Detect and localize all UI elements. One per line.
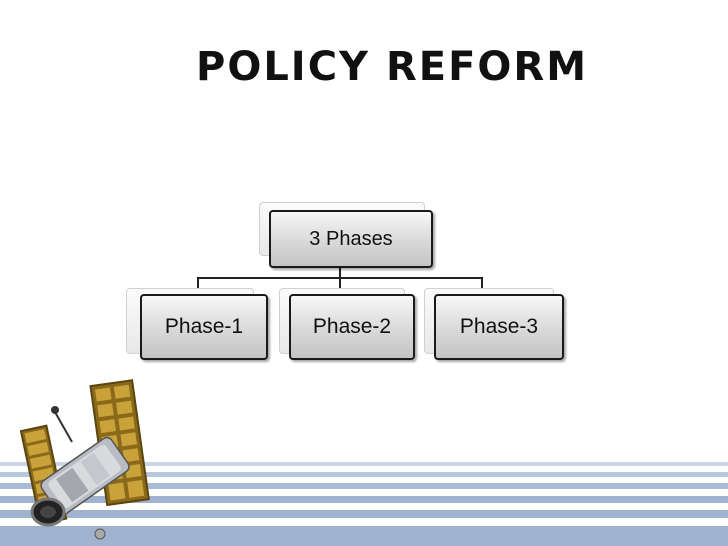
connector-root-down	[339, 266, 341, 278]
connector-phase-3	[481, 277, 483, 291]
root-node: 3 Phases	[269, 210, 433, 268]
connector-phase-1	[197, 277, 199, 291]
slide-title: POLICY REFORM	[196, 44, 588, 90]
phase-1-node: Phase-1	[140, 294, 268, 360]
phase-2-node: Phase-2	[289, 294, 415, 360]
satellite-icon	[19, 379, 150, 540]
footer-stripes	[0, 448, 728, 546]
phase-3-node: Phase-3	[434, 294, 564, 360]
connector-phase-2	[339, 277, 341, 291]
